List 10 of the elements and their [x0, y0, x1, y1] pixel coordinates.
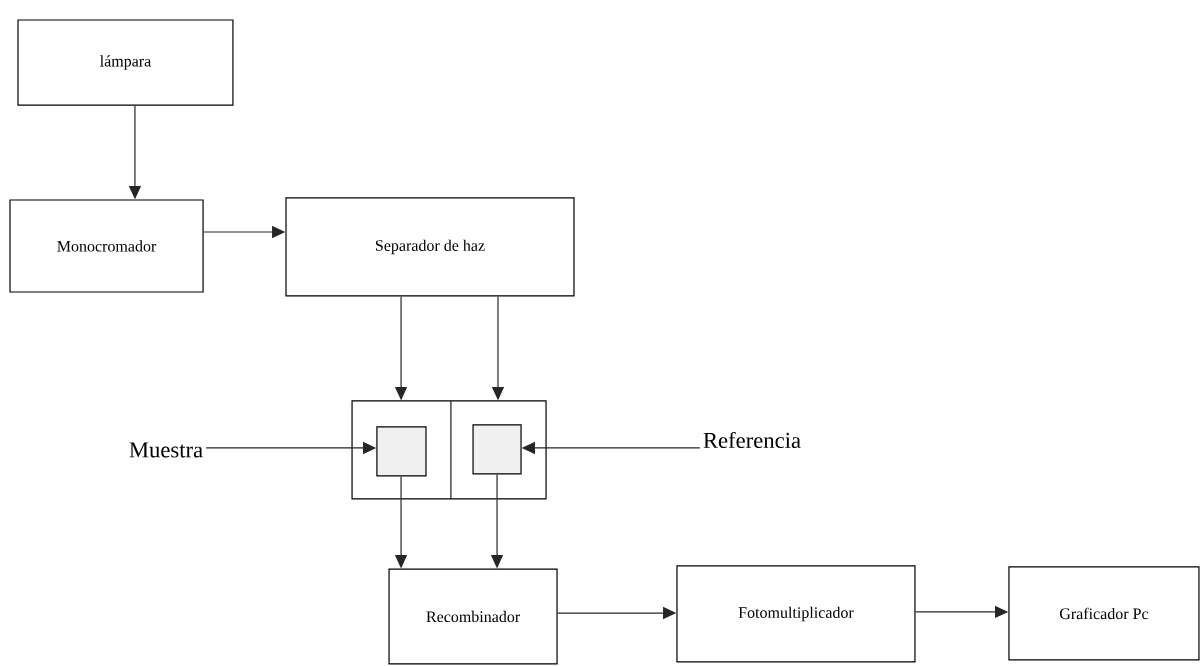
cuvette [376, 426, 427, 477]
process-box: Recombinador [388, 568, 558, 665]
label-text: Muestra [129, 442, 203, 458]
process-box: lámpara [17, 19, 234, 106]
cuvette [472, 424, 522, 475]
process-box: Fotomultiplicador [676, 565, 916, 663]
label-text: Referencia [703, 431, 801, 449]
process-box: Monocromador [9, 199, 204, 293]
process-box: Separador de haz [285, 197, 575, 297]
process-box: Graficador Pc [1008, 566, 1200, 661]
